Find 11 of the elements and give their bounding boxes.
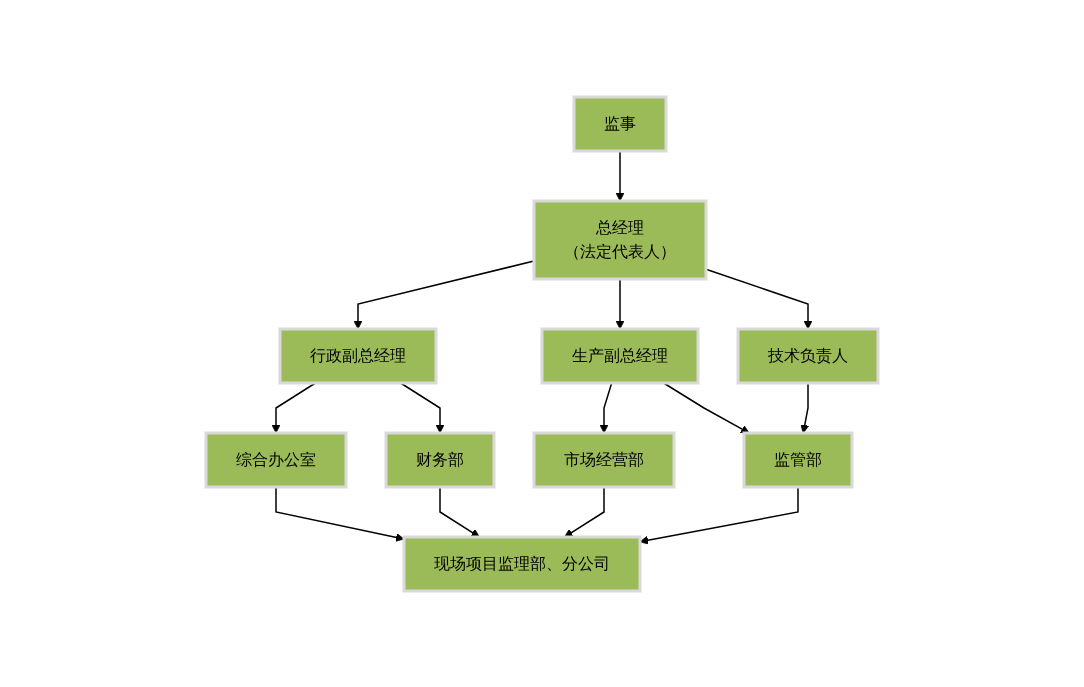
node-box: 监管部: [742, 431, 854, 488]
node-box: 行政副总经理: [278, 327, 438, 384]
node-box: 综合办公室: [204, 431, 348, 488]
node-box: 现场项目监理部、分公司: [402, 535, 642, 592]
arrow: [353, 259, 535, 329]
node-box: 技术负责人: [736, 327, 880, 384]
node-box: 总经理 （法定代表人）: [532, 199, 708, 280]
node-box: 监事: [572, 95, 668, 152]
node-box: 市场经营部: [532, 431, 676, 488]
node-box: 财务部: [384, 431, 496, 488]
node-box: 生产副总经理: [540, 327, 700, 384]
